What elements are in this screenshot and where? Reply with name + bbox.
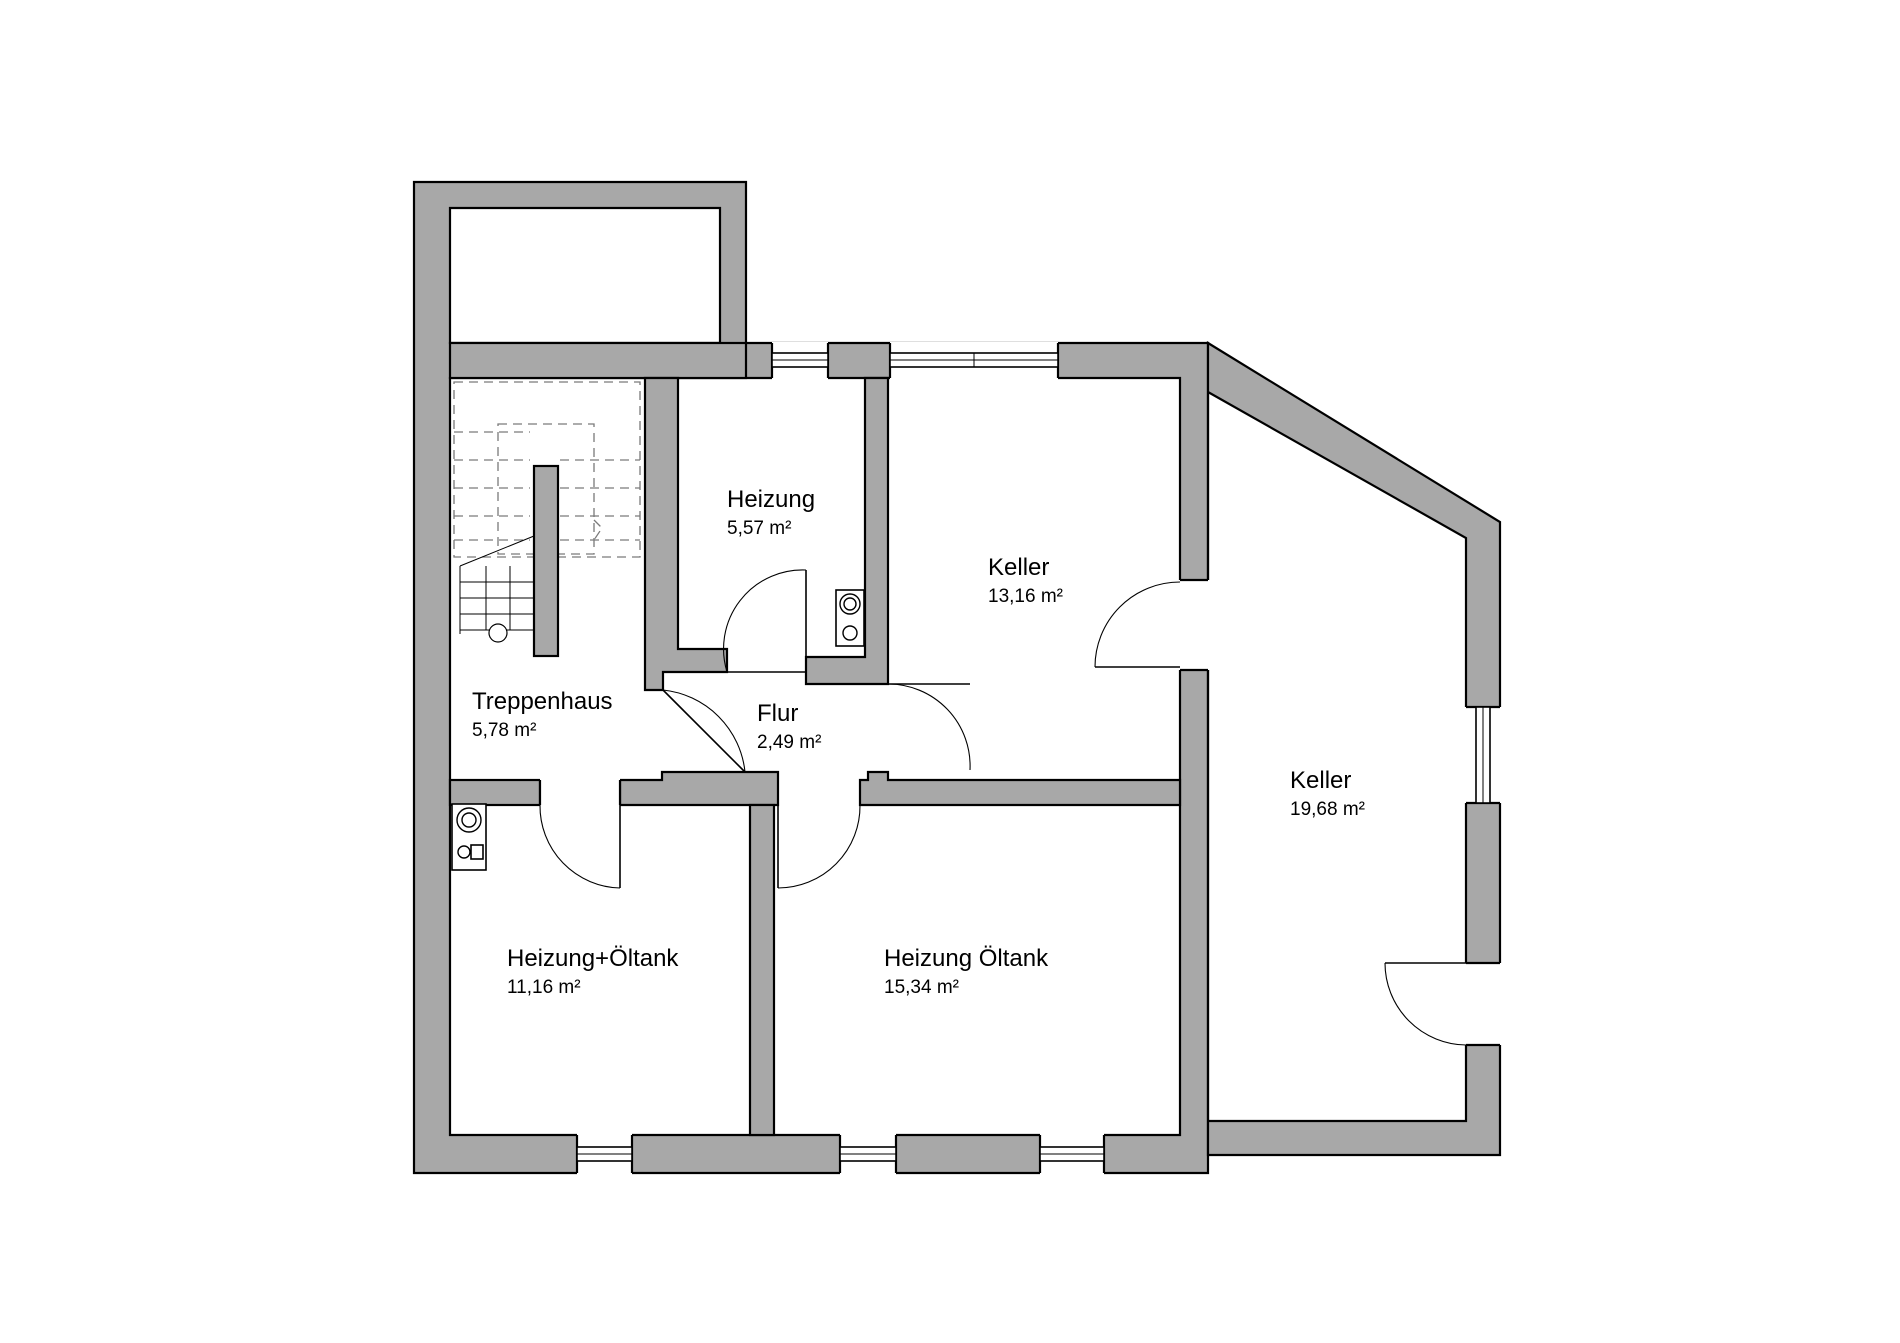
door-heizung [723, 569, 807, 673]
annex-lower-wall [448, 341, 748, 380]
opening-door-treppe-heizung [540, 778, 620, 807]
room-area-keller-right: 19,68 m² [1290, 799, 1365, 820]
wall-vertical-lower [748, 803, 776, 1137]
room-area-heizung-oeltank-left: 11,16 m² [507, 977, 581, 998]
stair-start-marker [488, 623, 508, 643]
window-top-left [771, 352, 829, 368]
room-label-keller-right: Keller 19,68 m² [1290, 767, 1365, 820]
door-treppenhaus [662, 689, 746, 773]
room-label-heizung-oeltank-right: Heizung Öltank 15,34 m² [884, 945, 1049, 998]
door-keller-mid [887, 683, 971, 771]
door-heizung-oeltank-left [539, 804, 621, 889]
stair-hidden-treads [454, 431, 640, 541]
opening-edges [538, 343, 1500, 1173]
stair-center-wall [532, 464, 560, 658]
room-area-heizung-oeltank-right: 15,34 m² [884, 977, 959, 998]
wedge-wall [1206, 341, 1502, 1157]
door-keller-outside [1384, 962, 1467, 1046]
room-name-heizung: Heizung [727, 486, 815, 513]
walls [412, 180, 1502, 1175]
room-label-heizung: Heizung 5,57 m² [727, 486, 815, 539]
door-keller-right [1094, 581, 1181, 668]
room-labels: Treppenhaus 5,78 m² Heizung 5,57 m² Flur… [472, 486, 1365, 998]
window-bottom-3 [1039, 1146, 1105, 1162]
boiler-heizung-oeltank [451, 803, 487, 871]
staircase [453, 381, 641, 658]
room-name-heizung-oeltank-left: Heizung+Öltank [507, 945, 679, 972]
window-bottom-1 [576, 1146, 633, 1162]
windows [576, 352, 1491, 1162]
room-label-treppenhaus: Treppenhaus 5,78 m² [472, 688, 613, 741]
room-name-flur: Flur [757, 700, 798, 727]
opening-right-door [1464, 963, 1502, 1045]
room-area-keller-mid: 13,16 m² [988, 586, 1063, 607]
door-heizung-oeltank-right [777, 804, 861, 889]
window-top-right [889, 352, 1059, 368]
window-right [1475, 706, 1491, 804]
wall-stair-heizung [643, 376, 729, 692]
room-label-flur: Flur 2,49 m² [757, 700, 821, 753]
room-name-keller-right: Keller [1290, 767, 1351, 794]
wall-treppe-heizung-left [448, 778, 542, 807]
room-name-keller-mid: Keller [988, 554, 1049, 581]
wall-mid-left [618, 770, 780, 807]
room-area-heizung: 5,57 m² [727, 518, 791, 539]
wall-heizung-keller [804, 376, 890, 686]
boiler-heizung [835, 589, 865, 647]
room-name-treppenhaus: Treppenhaus [472, 688, 613, 715]
stair-treads [459, 535, 535, 634]
wall-mid-right [858, 770, 1182, 807]
opening-keller-door [1178, 580, 1210, 670]
room-label-keller-mid: Keller 13,16 m² [988, 554, 1063, 607]
room-label-heizung-oeltank-left: Heizung+Öltank 11,16 m² [507, 945, 679, 998]
room-name-heizung-oeltank-right: Heizung Öltank [884, 945, 1049, 972]
doors [539, 569, 1467, 1046]
room-area-treppenhaus: 5,78 m² [472, 720, 536, 741]
window-bottom-2 [839, 1146, 897, 1162]
room-area-flur: 2,49 m² [757, 732, 821, 753]
